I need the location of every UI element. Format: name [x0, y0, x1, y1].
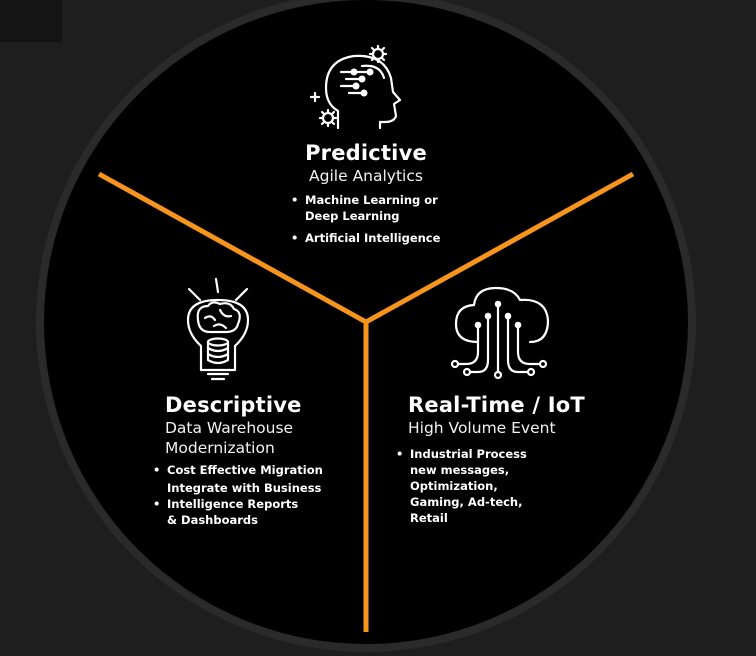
descriptive-section: Descriptive Data Warehouse Modernization…	[153, 392, 358, 528]
descriptive-bullet: Cost Effective Migration	[153, 462, 358, 478]
divider-left	[97, 171, 368, 325]
descriptive-title: Descriptive	[165, 393, 302, 417]
realtime-bullets: Industrial Process new messages, Optimiz…	[396, 446, 616, 526]
descriptive-bullets: Cost Effective Migration Integrate with …	[153, 462, 358, 528]
predictive-bullets: Machine Learning or Deep Learning Artifi…	[291, 192, 441, 246]
predictive-bullet: Machine Learning or Deep Learning	[291, 192, 441, 224]
descriptive-bullet: Intelligence Reports & Dashboards	[153, 496, 305, 528]
realtime-section: Real-Time / IoT High Volume Event Indust…	[396, 392, 616, 526]
predictive-title: Predictive	[305, 141, 427, 165]
realtime-subtitle: High Volume Event	[408, 419, 556, 437]
realtime-bullet: Industrial Process new messages, Optimiz…	[396, 446, 528, 526]
realtime-title: Real-Time / IoT	[408, 393, 585, 417]
lightbulb-brain-icon	[186, 277, 250, 381]
descriptive-bullet-continuation: Integrate with Business	[167, 481, 322, 495]
corner-box	[0, 0, 62, 42]
predictive-section: Predictive Agile Analytics Machine Learn…	[266, 140, 466, 246]
descriptive-subtitle-line2: Modernization	[165, 439, 275, 457]
predictive-bullet: Artificial Intelligence	[291, 230, 441, 246]
head-circuit-icon	[309, 44, 402, 130]
predictive-subtitle: Agile Analytics	[309, 167, 423, 185]
divider-right	[364, 171, 635, 325]
cloud-circuit-icon	[450, 286, 550, 380]
dividers	[97, 171, 635, 632]
descriptive-subtitle-line1: Data Warehouse	[165, 419, 294, 437]
